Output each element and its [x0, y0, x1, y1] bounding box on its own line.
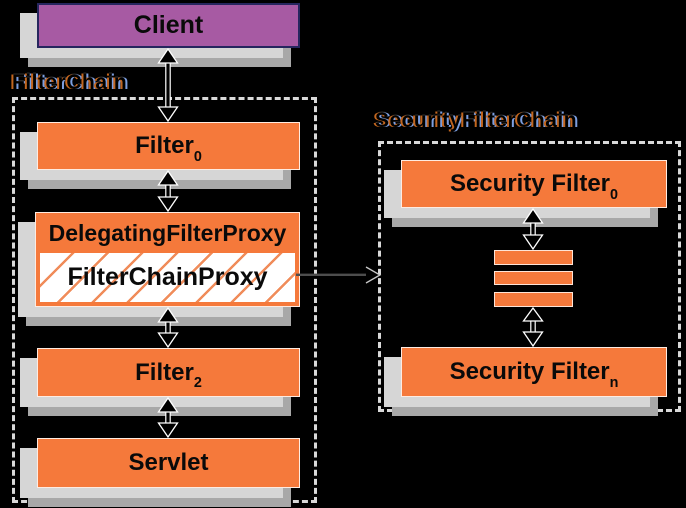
ellipsis-bar	[494, 292, 573, 307]
ellipsis-bar	[494, 250, 573, 265]
servlet-node: Servlet	[37, 438, 300, 488]
filterchain-label: FilterChain	[12, 71, 128, 94]
delegating-filter-proxy-node: DelegatingFilterProxy FilterChainProxy	[35, 212, 300, 307]
arrow-filter0-dfp	[157, 170, 179, 212]
client-node: Client	[37, 3, 300, 48]
filter-chain-proxy-node: FilterChainProxy	[40, 253, 295, 302]
security-filter0-node: Security Filter0	[401, 160, 667, 208]
securityfilterchain-boundary	[378, 141, 681, 412]
securityfilterchain-label: SecurityFilterChain	[375, 109, 578, 132]
arrow-fcp-securityfilterchain	[296, 266, 382, 284]
filter-chain-proxy-label: FilterChainProxy	[67, 263, 268, 291]
filter2-node: Filter2	[37, 348, 300, 397]
security-filter0-label: Security Filter0	[449, 170, 619, 203]
security-filtern-label: Security Filtern	[449, 358, 619, 391]
arrow-ellipsis-securityfiltern	[522, 307, 544, 347]
filter0-node: Filter0	[37, 122, 300, 170]
ellipsis-bar	[494, 271, 573, 285]
filter2-label: Filter2	[135, 358, 202, 392]
client-label: Client	[133, 11, 204, 39]
filterchain-boundary	[12, 97, 317, 503]
delegating-filter-proxy-label: DelegatingFilterProxy	[48, 219, 287, 246]
arrow-dfp-filter2	[157, 307, 179, 348]
security-filtern-node: Security Filtern	[401, 347, 667, 397]
filter0-label: Filter0	[135, 132, 202, 165]
servlet-label: Servlet	[128, 449, 209, 476]
arrow-client-filter0	[157, 48, 179, 122]
arrow-securityfilter0-ellipsis	[522, 208, 544, 250]
arrow-filter2-servlet	[157, 397, 179, 438]
